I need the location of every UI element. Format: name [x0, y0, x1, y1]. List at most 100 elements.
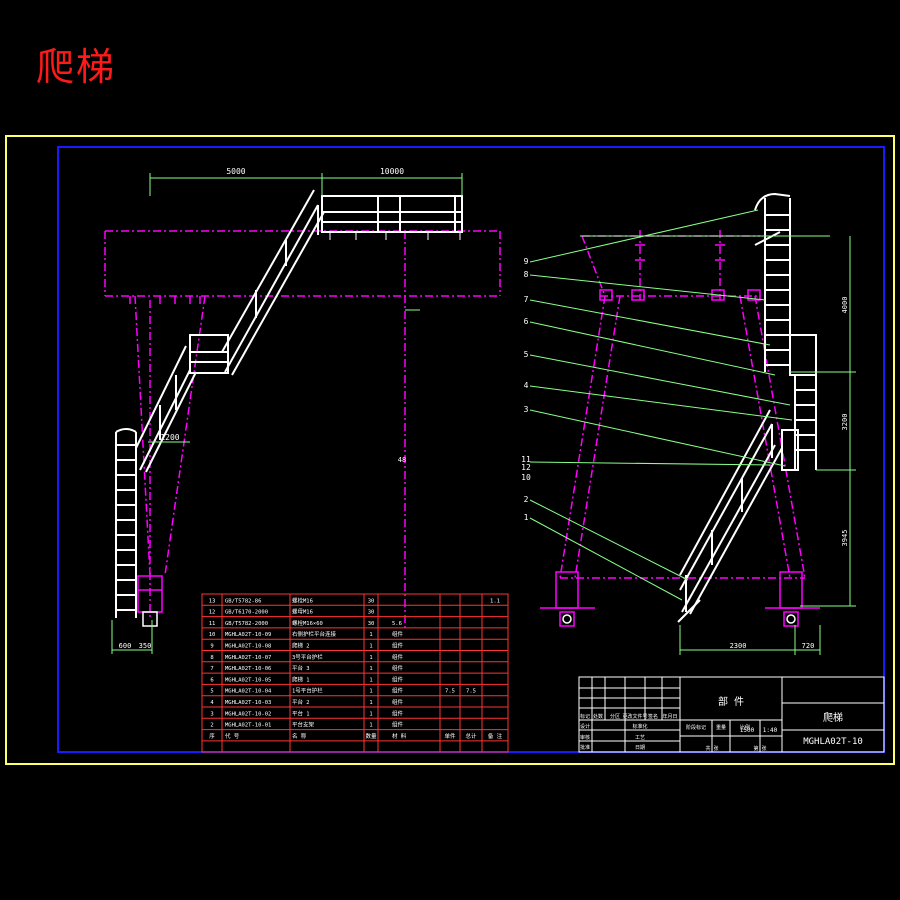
table-cell: 组件 [392, 721, 404, 729]
table-cell: 平台 2 [292, 698, 310, 706]
table-cell: 1 [369, 644, 372, 650]
table-cell: 组件 [392, 630, 404, 638]
table-cell: 单件 [444, 732, 456, 740]
callout-label: 3 [524, 405, 529, 414]
inner-frame [57, 146, 885, 753]
left-mid-platform [189, 334, 229, 374]
title-block-label-small: 日期 [635, 745, 645, 751]
table-cell: 11 [209, 621, 216, 627]
table-cell: 名 称 [292, 732, 307, 740]
dim-left-vertical: 48 [398, 456, 406, 464]
table-cell: 30 [368, 610, 375, 616]
callout-label: 5 [524, 350, 529, 359]
right-view: 4000 3200 3945 2300 720 [529, 192, 856, 655]
dim-left-bottom-b: 350 [139, 642, 152, 650]
table-cell: 材 料 [392, 732, 407, 740]
table-cell: 12 [209, 610, 216, 616]
dim-right-base-b: 720 [802, 642, 815, 650]
callout-label: 6 [524, 317, 529, 326]
title-block-small-labels: 标记处数分区更改文件号签名年月日设计标准化审核工艺批准日期阶段标记重量比例共 张… [580, 713, 767, 752]
title-block-label-small: 比例 [740, 724, 750, 731]
title-block [578, 676, 885, 753]
left-top-legs [329, 232, 461, 240]
callout-label: 9 [524, 257, 529, 266]
dim-right-bottom: 3945 [841, 530, 849, 547]
table-cell: 组件 [392, 698, 404, 706]
table-cell: 总计 [465, 732, 477, 740]
table-cell: 7.5 [445, 689, 455, 695]
title-block-label-small: 设计 [580, 723, 590, 730]
table-cell: MGHLA02T-10-04 [225, 689, 272, 695]
title-block-label-small: 分区 [610, 713, 620, 720]
left-lower-stair [135, 345, 197, 473]
table-cell: 组件 [392, 653, 404, 661]
outer-frame [5, 135, 895, 765]
title-block-label: 部 件 [718, 695, 744, 708]
table-cell: 组件 [392, 642, 404, 650]
left-brackets [129, 296, 201, 304]
callout-label: 4 [524, 381, 529, 390]
left-view: 5000 10000 1200 48 600 350 [104, 167, 501, 654]
dim-left-bottom-a: 600 [119, 642, 132, 650]
table-cell: 右侧护栏平台连接 [292, 630, 337, 638]
right-inclined-stair [677, 409, 783, 623]
table-cell: 4 [210, 700, 214, 706]
table-cell: 1 [369, 677, 372, 683]
table-cell: 1 [369, 711, 372, 717]
right-bases [540, 571, 820, 627]
left-structure-outline [104, 230, 501, 630]
callout-label: 2 [524, 495, 529, 504]
table-cell: GB/T5782-86 [225, 598, 261, 604]
dim-right-base-a: 2300 [730, 642, 747, 650]
table-cell: 1 [369, 689, 372, 695]
title-block-drawing-no: MGHLA02T-10 [803, 737, 863, 747]
title-block-label-small: 工艺 [635, 735, 645, 741]
table-cell: MGHLA02T-10-08 [225, 644, 271, 650]
left-top-platform [321, 195, 463, 233]
right-base-detail [562, 614, 796, 624]
title-block-label-small: 共 张 [705, 745, 718, 752]
table-cell: 序 [209, 732, 215, 740]
left-base-foot [142, 611, 158, 627]
left-upper-stair [221, 189, 325, 376]
callout-label: 11 [521, 455, 531, 464]
table-cell: 爬梯 2 [292, 642, 310, 650]
table-cell: 组件 [392, 687, 404, 695]
title-block-weight: 1500 [740, 727, 755, 734]
table-cell: 爬梯 1 [292, 675, 310, 683]
table-cell: 备 注 [488, 732, 503, 740]
title-block-label-small: 批准 [580, 744, 590, 751]
table-cell: 代 号 [225, 732, 240, 740]
table-cell: 5 [210, 689, 213, 695]
right-brackets [599, 244, 761, 301]
right-dimensions [679, 236, 856, 655]
table-cell: MGHLA02T-10-07 [225, 655, 271, 661]
dim-left-mid: 1200 [160, 433, 179, 442]
table-cell: 6 [210, 677, 213, 683]
table-cell: 1 [369, 666, 372, 672]
left-vertical-ladder [115, 428, 137, 618]
table-cell: 13 [209, 598, 216, 604]
table-cell: 30 [368, 621, 375, 627]
table-cell: 1 [369, 655, 372, 661]
table-cell: 螺栓M16×60 [292, 619, 323, 627]
right-mid-ladder [781, 334, 817, 471]
callout-label: 8 [524, 270, 529, 279]
table-cell: 1号平台护栏 [292, 687, 323, 695]
title-block-label-small: 标记 [580, 713, 590, 720]
table-cell: 组件 [392, 675, 404, 683]
table-cell: 1 [369, 700, 372, 706]
title-block-label-small: 标准化 [632, 723, 647, 730]
table-cell: 平台 1 [292, 709, 310, 717]
callout-label: 12 [521, 463, 531, 472]
title-block-drawing-name: 爬梯 [823, 711, 843, 724]
table-cell: 螺母M16 [292, 608, 313, 616]
table-cell: 5.6 [392, 621, 402, 627]
table-cell: 7 [210, 666, 213, 672]
table-cell: 1 [369, 632, 372, 638]
title-block-scale: 1:40 [763, 727, 778, 734]
dim-right-mid: 3200 [841, 414, 849, 431]
table-cell: 7.5 [466, 689, 476, 695]
